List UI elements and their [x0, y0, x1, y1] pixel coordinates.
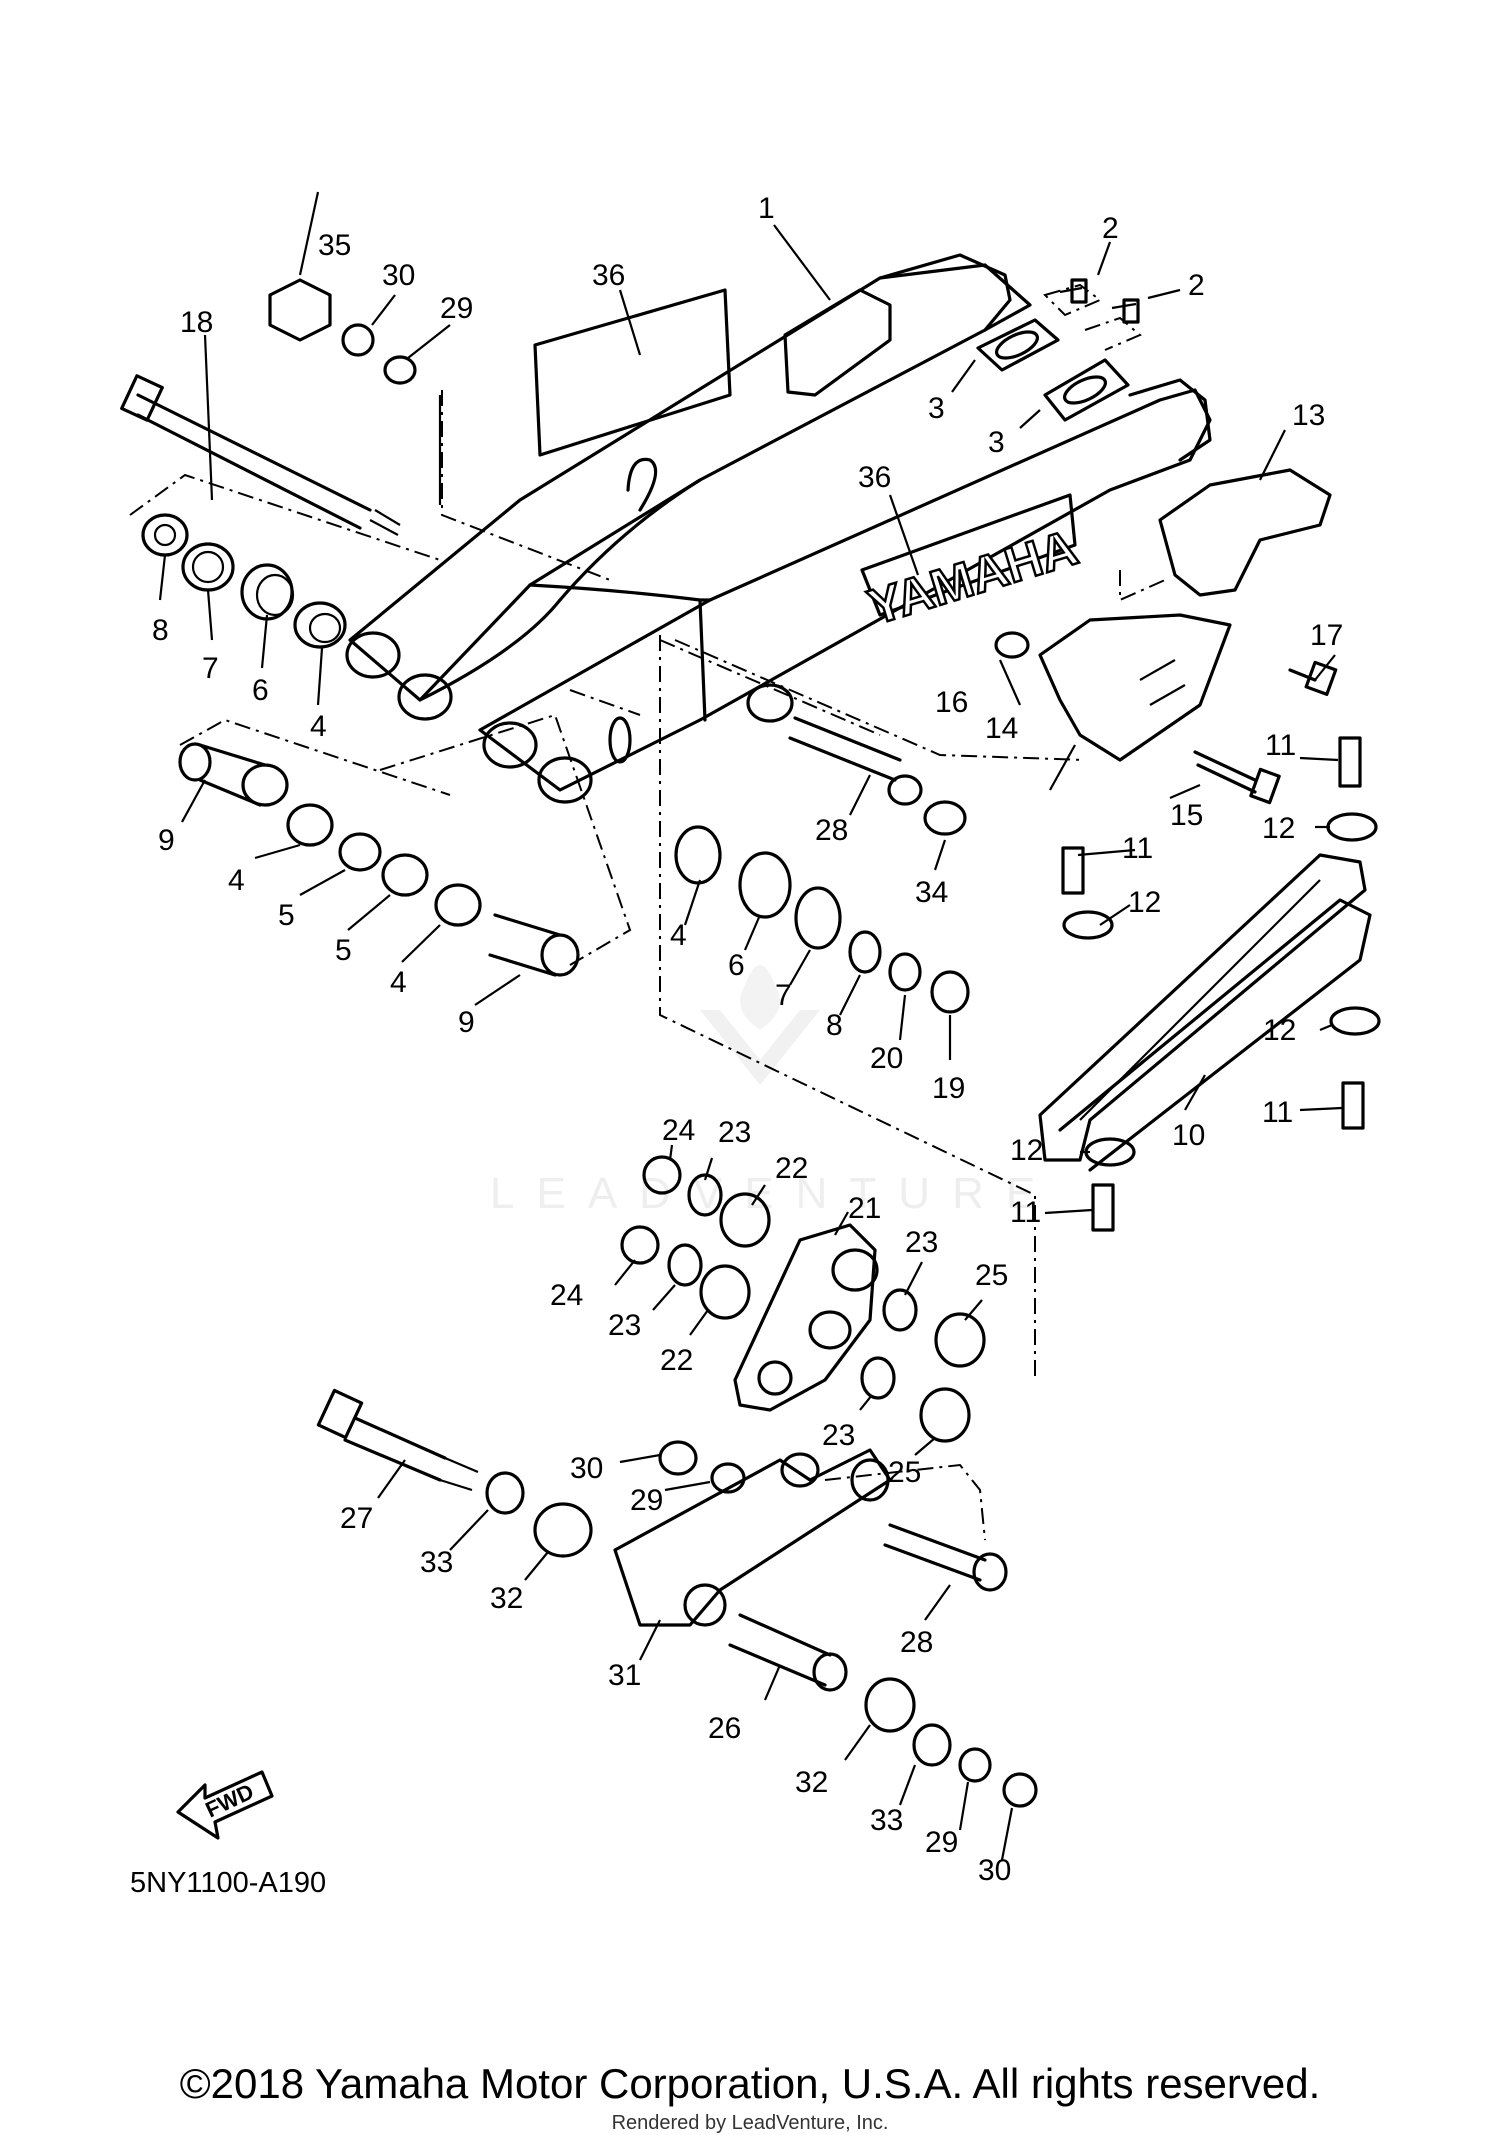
- callout-3: 3: [988, 426, 1005, 459]
- callout-6: 6: [728, 949, 745, 982]
- callout-5: 5: [278, 899, 295, 932]
- yamaha-decal-text: YAMAHA: [862, 519, 1084, 635]
- callout-8: 8: [152, 614, 169, 647]
- chain-adjusters: [976, 278, 1140, 422]
- callout-33: 33: [870, 1804, 903, 1837]
- callout-6: 6: [252, 674, 269, 707]
- lower-bolt-28-sleeve-26: [728, 1523, 1038, 1808]
- callout-20: 20: [870, 1042, 903, 1075]
- callout-4: 4: [310, 710, 327, 743]
- callout-12: 12: [1263, 1014, 1296, 1047]
- callout-22: 22: [775, 1152, 808, 1185]
- callout-34: 34: [915, 876, 948, 909]
- callout-2: 2: [1188, 269, 1205, 302]
- callout-23: 23: [608, 1309, 641, 1342]
- chain-support-14: [1038, 613, 1232, 762]
- connecting-rod-31: [613, 1448, 892, 1627]
- left-bearing-stack: [141, 513, 580, 977]
- callout-15: 15: [1170, 799, 1203, 832]
- callout-27: 27: [340, 1502, 373, 1535]
- pivot-bolt-28-cap-34: [746, 683, 967, 836]
- callout-4: 4: [228, 864, 245, 897]
- callout-9: 9: [458, 1006, 475, 1039]
- callout-36: 36: [592, 259, 625, 292]
- callout-12: 12: [1262, 812, 1295, 845]
- fwd-arrow-icon: FWD: [176, 1770, 274, 1840]
- callout-35: 35: [318, 229, 351, 262]
- assembly-lines: [129, 283, 1166, 1541]
- callout-25: 25: [888, 1456, 921, 1489]
- callout-1: 1: [758, 192, 775, 225]
- callout-9: 9: [158, 824, 175, 857]
- relay-arm-21: [733, 1223, 879, 1412]
- callout-32: 32: [490, 1582, 523, 1615]
- callout-26: 26: [708, 1712, 741, 1745]
- callout-30: 30: [978, 1854, 1011, 1887]
- callout-36: 36: [858, 461, 891, 494]
- callout-12: 12: [1128, 886, 1161, 919]
- callout-32: 32: [795, 1766, 828, 1799]
- callout-31: 31: [608, 1659, 641, 1692]
- diagram-code: 5NY1100-A190: [130, 1867, 326, 1899]
- callout-24: 24: [550, 1279, 583, 1312]
- watermark: LEADVENTURE: [490, 965, 1057, 1218]
- callout-11: 11: [1122, 832, 1153, 865]
- callout-30: 30: [570, 1452, 603, 1485]
- right-bearing-stack: [674, 825, 970, 1014]
- callout-8: 8: [826, 1009, 843, 1042]
- chain-slider-10: [1038, 853, 1367, 1162]
- callout-29: 29: [925, 1826, 958, 1859]
- collars-12-bolts-11: [1061, 736, 1381, 1232]
- decal-36-top: [533, 288, 732, 457]
- callout-29: 29: [440, 292, 473, 325]
- callout-5: 5: [335, 934, 352, 967]
- callout-24: 24: [662, 1114, 695, 1147]
- callout-29: 29: [630, 1484, 663, 1517]
- callout-18: 18: [180, 306, 213, 339]
- bolt-27-and-bushings: [316, 1388, 746, 1558]
- callout-4: 4: [670, 919, 687, 952]
- callout-23: 23: [822, 1419, 855, 1452]
- callout-22: 22: [660, 1344, 693, 1377]
- callout-4: 4: [390, 966, 407, 999]
- callout-7: 7: [775, 979, 792, 1012]
- top-collar-nut-washer: [268, 278, 442, 505]
- callout-11: 11: [1265, 729, 1296, 762]
- callout-2: 2: [1102, 212, 1119, 245]
- callout-19: 19: [932, 1072, 965, 1105]
- chain-guide-13: [1158, 468, 1332, 597]
- callout-28: 28: [900, 1626, 933, 1659]
- callout-23: 23: [718, 1116, 751, 1149]
- callout-21: 21: [848, 1192, 881, 1225]
- callout-labels: 1 2 2 3 3 4 4 4 4 5 5 6 6 7 7 8 8 9 9 10…: [152, 192, 1343, 1887]
- callout-28: 28: [815, 814, 848, 847]
- callout-12: 12: [1010, 1134, 1043, 1167]
- callout-13: 13: [1292, 399, 1325, 432]
- callout-14: 14: [985, 712, 1018, 745]
- callout-17: 17: [1310, 619, 1343, 652]
- pivot-shaft-18: [120, 374, 401, 536]
- leader-lines: [158, 191, 1343, 1861]
- copyright-notice: ©2018 Yamaha Motor Corporation, U.S.A. A…: [179, 2060, 1321, 2107]
- callout-33: 33: [420, 1546, 453, 1579]
- callout-30: 30: [382, 259, 415, 292]
- callout-11: 11: [1262, 1096, 1293, 1129]
- watermark-text: LEADVENTURE: [490, 1169, 1057, 1218]
- callout-10: 10: [1172, 1119, 1205, 1152]
- callout-23: 23: [905, 1226, 938, 1259]
- relay-arm-bushings: [620, 1155, 986, 1443]
- callout-3: 3: [928, 392, 945, 425]
- bolts-15-16-17: [994, 631, 1338, 805]
- callout-7: 7: [202, 652, 219, 685]
- rendered-by-credit: Rendered by LeadVenture, Inc.: [611, 2112, 889, 2134]
- callout-11: 11: [1010, 1196, 1041, 1229]
- callout-25: 25: [975, 1259, 1008, 1292]
- callout-16: 16: [935, 686, 968, 719]
